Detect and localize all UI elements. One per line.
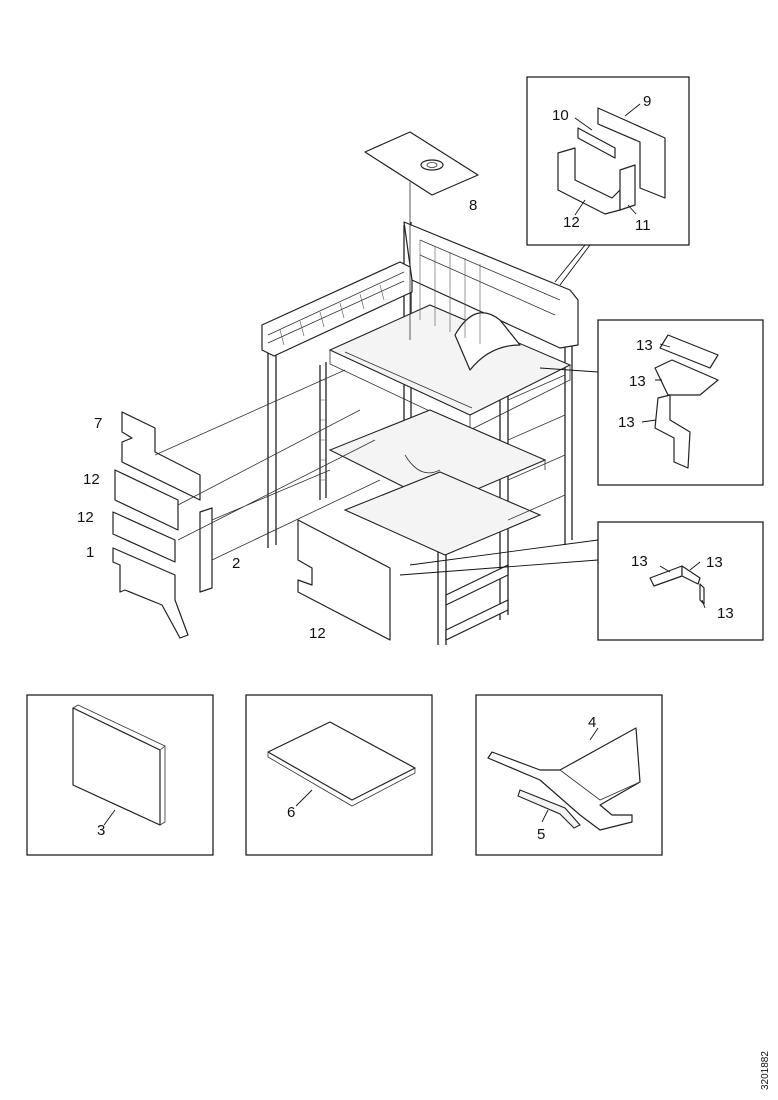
left-exploded-panels	[112, 369, 391, 641]
part-12-panel-lower	[112, 511, 176, 563]
callout-10: 10	[552, 107, 569, 124]
detail-box-top	[526, 76, 690, 286]
callout-labels: 1 2 3 4 5 6 7 8 9 10 11 12 12 12 12 13 1…	[77, 93, 734, 843]
callout-3: 3	[97, 822, 105, 839]
callout-12-lower: 12	[309, 625, 326, 642]
callout-12-detail: 12	[563, 214, 580, 231]
part-12-panel-large	[297, 519, 391, 641]
detail-box-part-3	[26, 694, 214, 856]
callout-4: 4	[588, 714, 596, 731]
detail-box-parts-4-5	[475, 694, 663, 856]
part-11-bracket	[619, 164, 636, 211]
callout-13-f: 13	[717, 605, 734, 622]
main-frame-assembly	[261, 221, 579, 645]
callout-11: 11	[635, 217, 651, 234]
callout-8: 8	[469, 197, 477, 214]
callout-2: 2	[232, 555, 240, 572]
callout-12-middle: 12	[77, 509, 94, 526]
part-1-bracket	[112, 547, 189, 639]
detail-box-lower	[399, 521, 764, 641]
callout-13-e: 13	[706, 554, 723, 571]
callout-6: 6	[287, 804, 295, 821]
callout-9: 9	[643, 93, 651, 110]
callout-1: 1	[86, 544, 94, 561]
part-9-plate	[597, 107, 666, 199]
document-number: 3201882	[760, 1051, 771, 1090]
callout-12-upper: 12	[83, 471, 100, 488]
callout-7: 7	[94, 415, 102, 432]
part-7-panel	[121, 411, 201, 501]
callout-13-d: 13	[631, 553, 648, 570]
callout-13-b: 13	[629, 373, 646, 390]
part-12-panel-upper	[114, 469, 179, 531]
part-10-bar	[577, 127, 616, 159]
detail-box-middle	[539, 319, 764, 486]
part-2-strip	[199, 507, 213, 593]
detail-box-part-6	[245, 694, 433, 856]
callout-13-a: 13	[636, 337, 653, 354]
callout-13-c: 13	[618, 414, 635, 431]
callout-5: 5	[537, 826, 545, 843]
part-8-top-plate	[364, 131, 479, 340]
